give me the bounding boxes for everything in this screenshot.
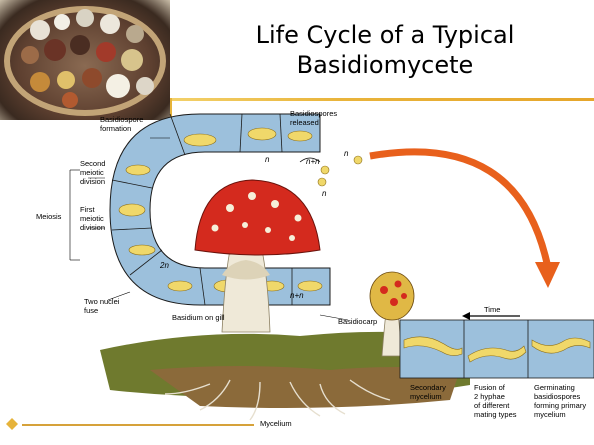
label-two-nuclei-1: Two nuclei	[84, 297, 120, 306]
life-cycle-diagram: Basidiospore formation Basidiospores rel…	[0, 100, 594, 430]
cycle-arrow	[370, 152, 560, 288]
label-basidiocarp: Basidiocarp	[338, 317, 377, 326]
label-basidiospore-formation-1: Basidiospore	[100, 115, 143, 124]
label-germinating-4: mycelium	[534, 410, 566, 419]
label-basidiospores-released-1: Basidiospores	[290, 109, 337, 118]
label-mycelium: Mycelium	[260, 419, 292, 428]
label-second-meiotic-1: Second	[80, 159, 105, 168]
label-fusion-4: mating types	[474, 410, 517, 419]
label-fusion-2: 2 hyphae	[474, 392, 505, 401]
label-n-plus-n-a: n+n	[290, 291, 304, 300]
label-basidiospores-released-2: released	[290, 118, 319, 127]
label-fusion-3: of different	[474, 401, 510, 410]
label-germinating-1: Germinating	[534, 383, 575, 392]
label-first-meiotic-2: meiotic	[80, 214, 104, 223]
bottom-rule	[22, 424, 254, 426]
label-secondary-mycelium-1: Secondary	[410, 383, 446, 392]
mycelium-panels	[400, 320, 594, 378]
label-first-meiotic-1: First	[80, 205, 95, 214]
label-second-meiotic-3: division	[80, 177, 105, 186]
title-line-2: Basidiomycete	[195, 50, 575, 80]
label-germinating-2: basidiospores	[534, 392, 581, 401]
label-first-meiotic-3: division	[80, 223, 105, 232]
label-meiosis: Meiosis	[36, 212, 62, 221]
label-germinating-3: forming primary	[534, 401, 586, 410]
label-basidium-on-gill: Basidium on gill	[172, 313, 225, 322]
label-time: Time	[484, 305, 500, 314]
label-n-c: n	[322, 189, 327, 198]
label-basidiospore-formation-2: formation	[100, 124, 131, 133]
slide-title: Life Cycle of a Typical Basidiomycete	[195, 20, 575, 80]
label-two-nuclei-2: fuse	[84, 306, 98, 315]
label-2n: 2n	[159, 261, 169, 270]
label-n-a: n	[265, 155, 270, 164]
label-second-meiotic-2: meiotic	[80, 168, 104, 177]
label-n-plus-n-b: n+n	[306, 157, 320, 166]
label-fusion-1: Fusion of	[474, 383, 506, 392]
bullet-icon	[4, 416, 20, 432]
title-line-1: Life Cycle of a Typical	[195, 20, 575, 50]
mushroom-caps	[21, 9, 154, 108]
label-secondary-mycelium-2: mycelium	[410, 392, 442, 401]
label-n-b: n	[344, 149, 349, 158]
main-mushroom	[195, 180, 320, 332]
